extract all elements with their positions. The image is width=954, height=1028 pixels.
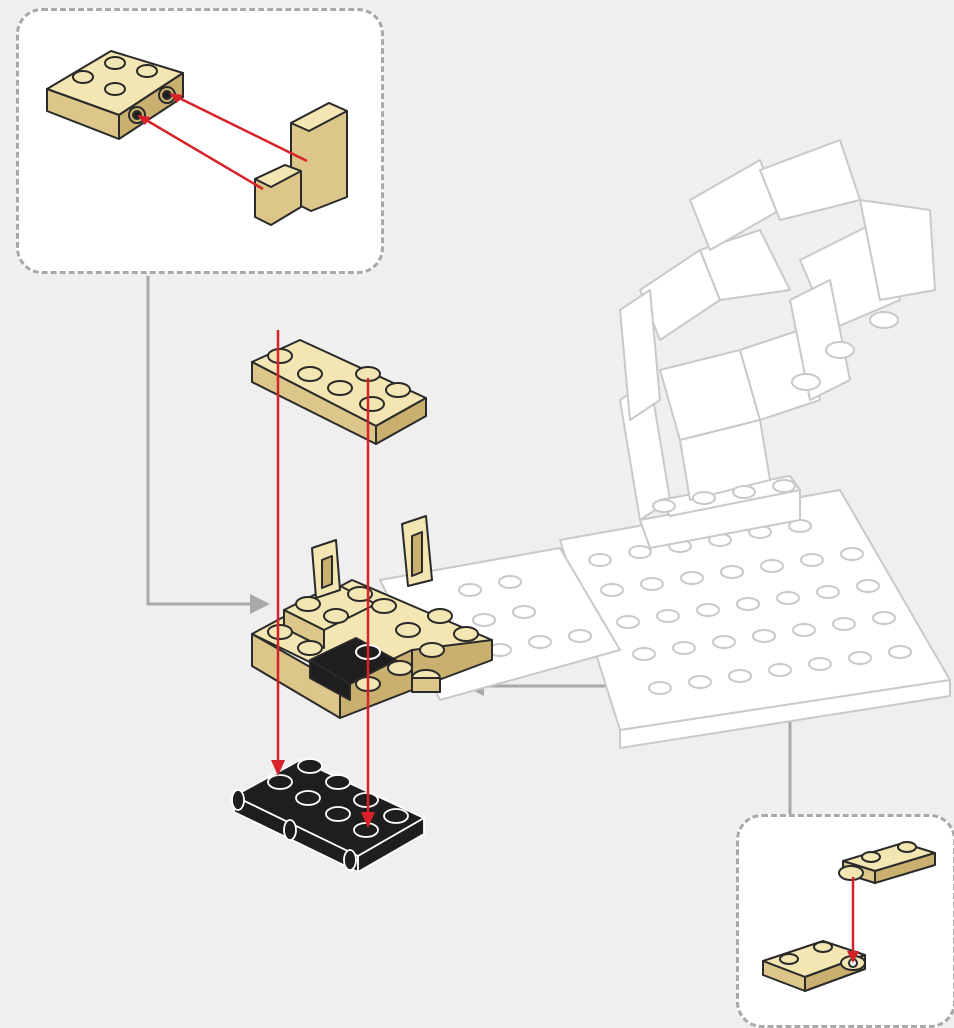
leader-line-top [148,276,270,614]
black-hinge-plate [232,759,424,872]
ghost-chair [620,140,935,548]
